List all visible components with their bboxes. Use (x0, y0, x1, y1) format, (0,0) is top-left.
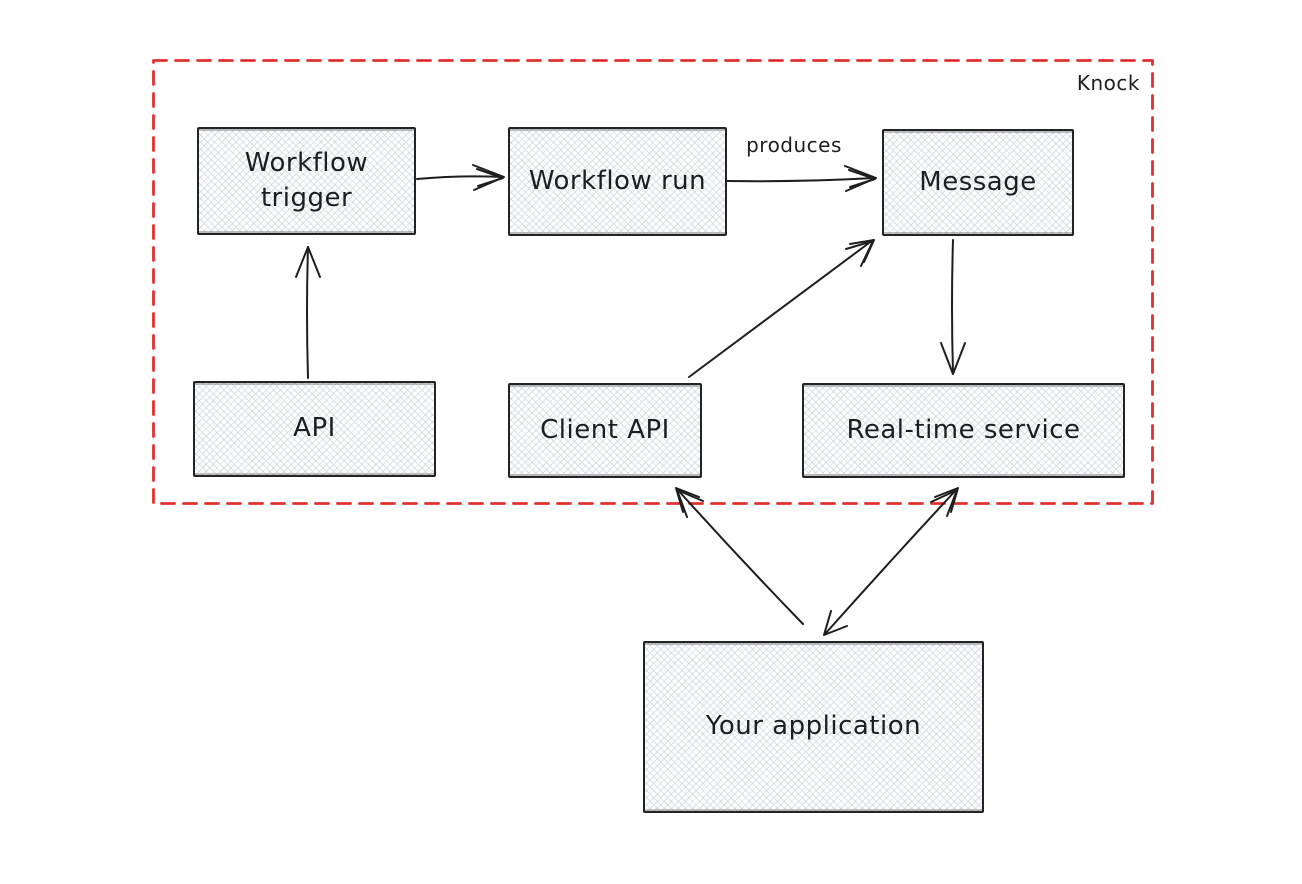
node-realtime-service-label: Real-time service (846, 414, 1081, 445)
node-workflow-run-label: Workflow run (528, 165, 707, 196)
edge-label-produces: produces (746, 133, 842, 157)
node-message: Message (882, 129, 1074, 236)
arrow-workflow-trigger-to-workflow-run (416, 164, 505, 191)
node-client-api-label: Client API (540, 414, 670, 445)
node-api-label: API (293, 413, 336, 444)
node-realtime-service: Real-time service (802, 383, 1125, 478)
node-workflow-trigger-label: Workflow trigger (244, 147, 369, 213)
node-api: API (193, 381, 436, 477)
arrow-your-application-to-client-api (675, 487, 804, 625)
arrow-message-to-realtime-service (940, 239, 966, 375)
node-your-application: Your application (643, 641, 984, 813)
node-client-api: Client API (508, 383, 702, 478)
node-your-application-label: Your application (705, 711, 922, 742)
knock-boundary-label: Knock (1076, 71, 1140, 95)
arrow-realtime-service-to-your-application (823, 487, 959, 636)
arrow-api-to-workflow-trigger (295, 246, 321, 379)
arrow-client-api-to-message (688, 239, 875, 378)
node-workflow-trigger: Workflow trigger (197, 127, 416, 235)
arrow-workflow-run-to-message (726, 165, 877, 192)
node-message-label: Message (919, 166, 1037, 197)
node-workflow-run: Workflow run (508, 127, 727, 236)
